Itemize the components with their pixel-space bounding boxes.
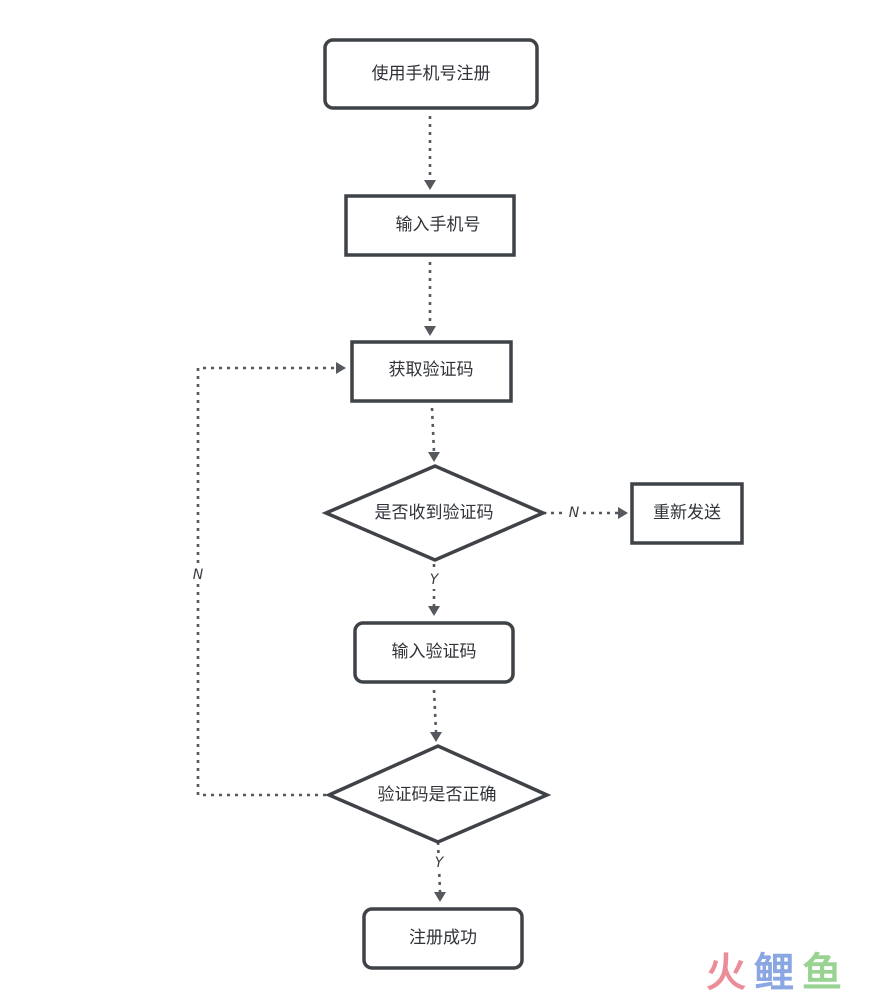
edge-label-correct-no: N (193, 567, 204, 583)
node-register-success-label: 注册成功 (409, 928, 477, 948)
watermark-char-1: 火 (706, 950, 746, 996)
node-enter-code-label: 输入验证码 (392, 642, 477, 662)
node-received-code: 是否收到验证码 (321, 464, 548, 562)
edge-label-received-yes: Y (430, 572, 440, 588)
edge-labels: N Y N Y (190, 504, 582, 872)
node-register-success: 注册成功 (362, 907, 524, 970)
node-resend-label: 重新发送 (653, 503, 721, 523)
arrowhead (428, 452, 440, 462)
watermark-char-2: 鲤 (754, 950, 794, 996)
node-register-by-phone-label: 使用手机号注册 (372, 63, 491, 84)
edge-label-correct-yes: Y (435, 855, 445, 871)
node-enter-phone-label: 输入手机号 (396, 215, 481, 235)
arrowhead (430, 732, 442, 742)
edge-get-code-to-received (430, 407, 436, 453)
node-get-code: 获取验证码 (350, 340, 513, 403)
arrowhead (424, 326, 436, 336)
watermark-logo: 火 鲤 鱼 (706, 950, 842, 996)
arrowhead (618, 507, 628, 519)
node-code-correct: 验证码是否正确 (324, 744, 552, 844)
node-enter-code: 输入验证码 (353, 621, 515, 684)
node-get-code-label: 获取验证码 (389, 360, 474, 380)
node-received-code-label: 是否收到验证码 (375, 503, 494, 523)
arrowhead (428, 606, 440, 616)
edge-enter-code-to-correct (432, 689, 438, 733)
node-resend: 重新发送 (630, 482, 744, 545)
node-code-correct-label: 验证码是否正确 (378, 785, 497, 805)
arrowhead (336, 362, 346, 374)
edge-correct-to-get-code (196, 366, 336, 797)
node-enter-phone: 输入手机号 (344, 194, 516, 257)
arrowhead (424, 180, 436, 190)
node-register-by-phone: 使用手机号注册 (323, 38, 539, 110)
edge-label-received-no: N (569, 505, 580, 521)
edges (196, 116, 628, 902)
arrowhead (434, 892, 446, 902)
watermark-char-3: 鱼 (802, 950, 842, 996)
